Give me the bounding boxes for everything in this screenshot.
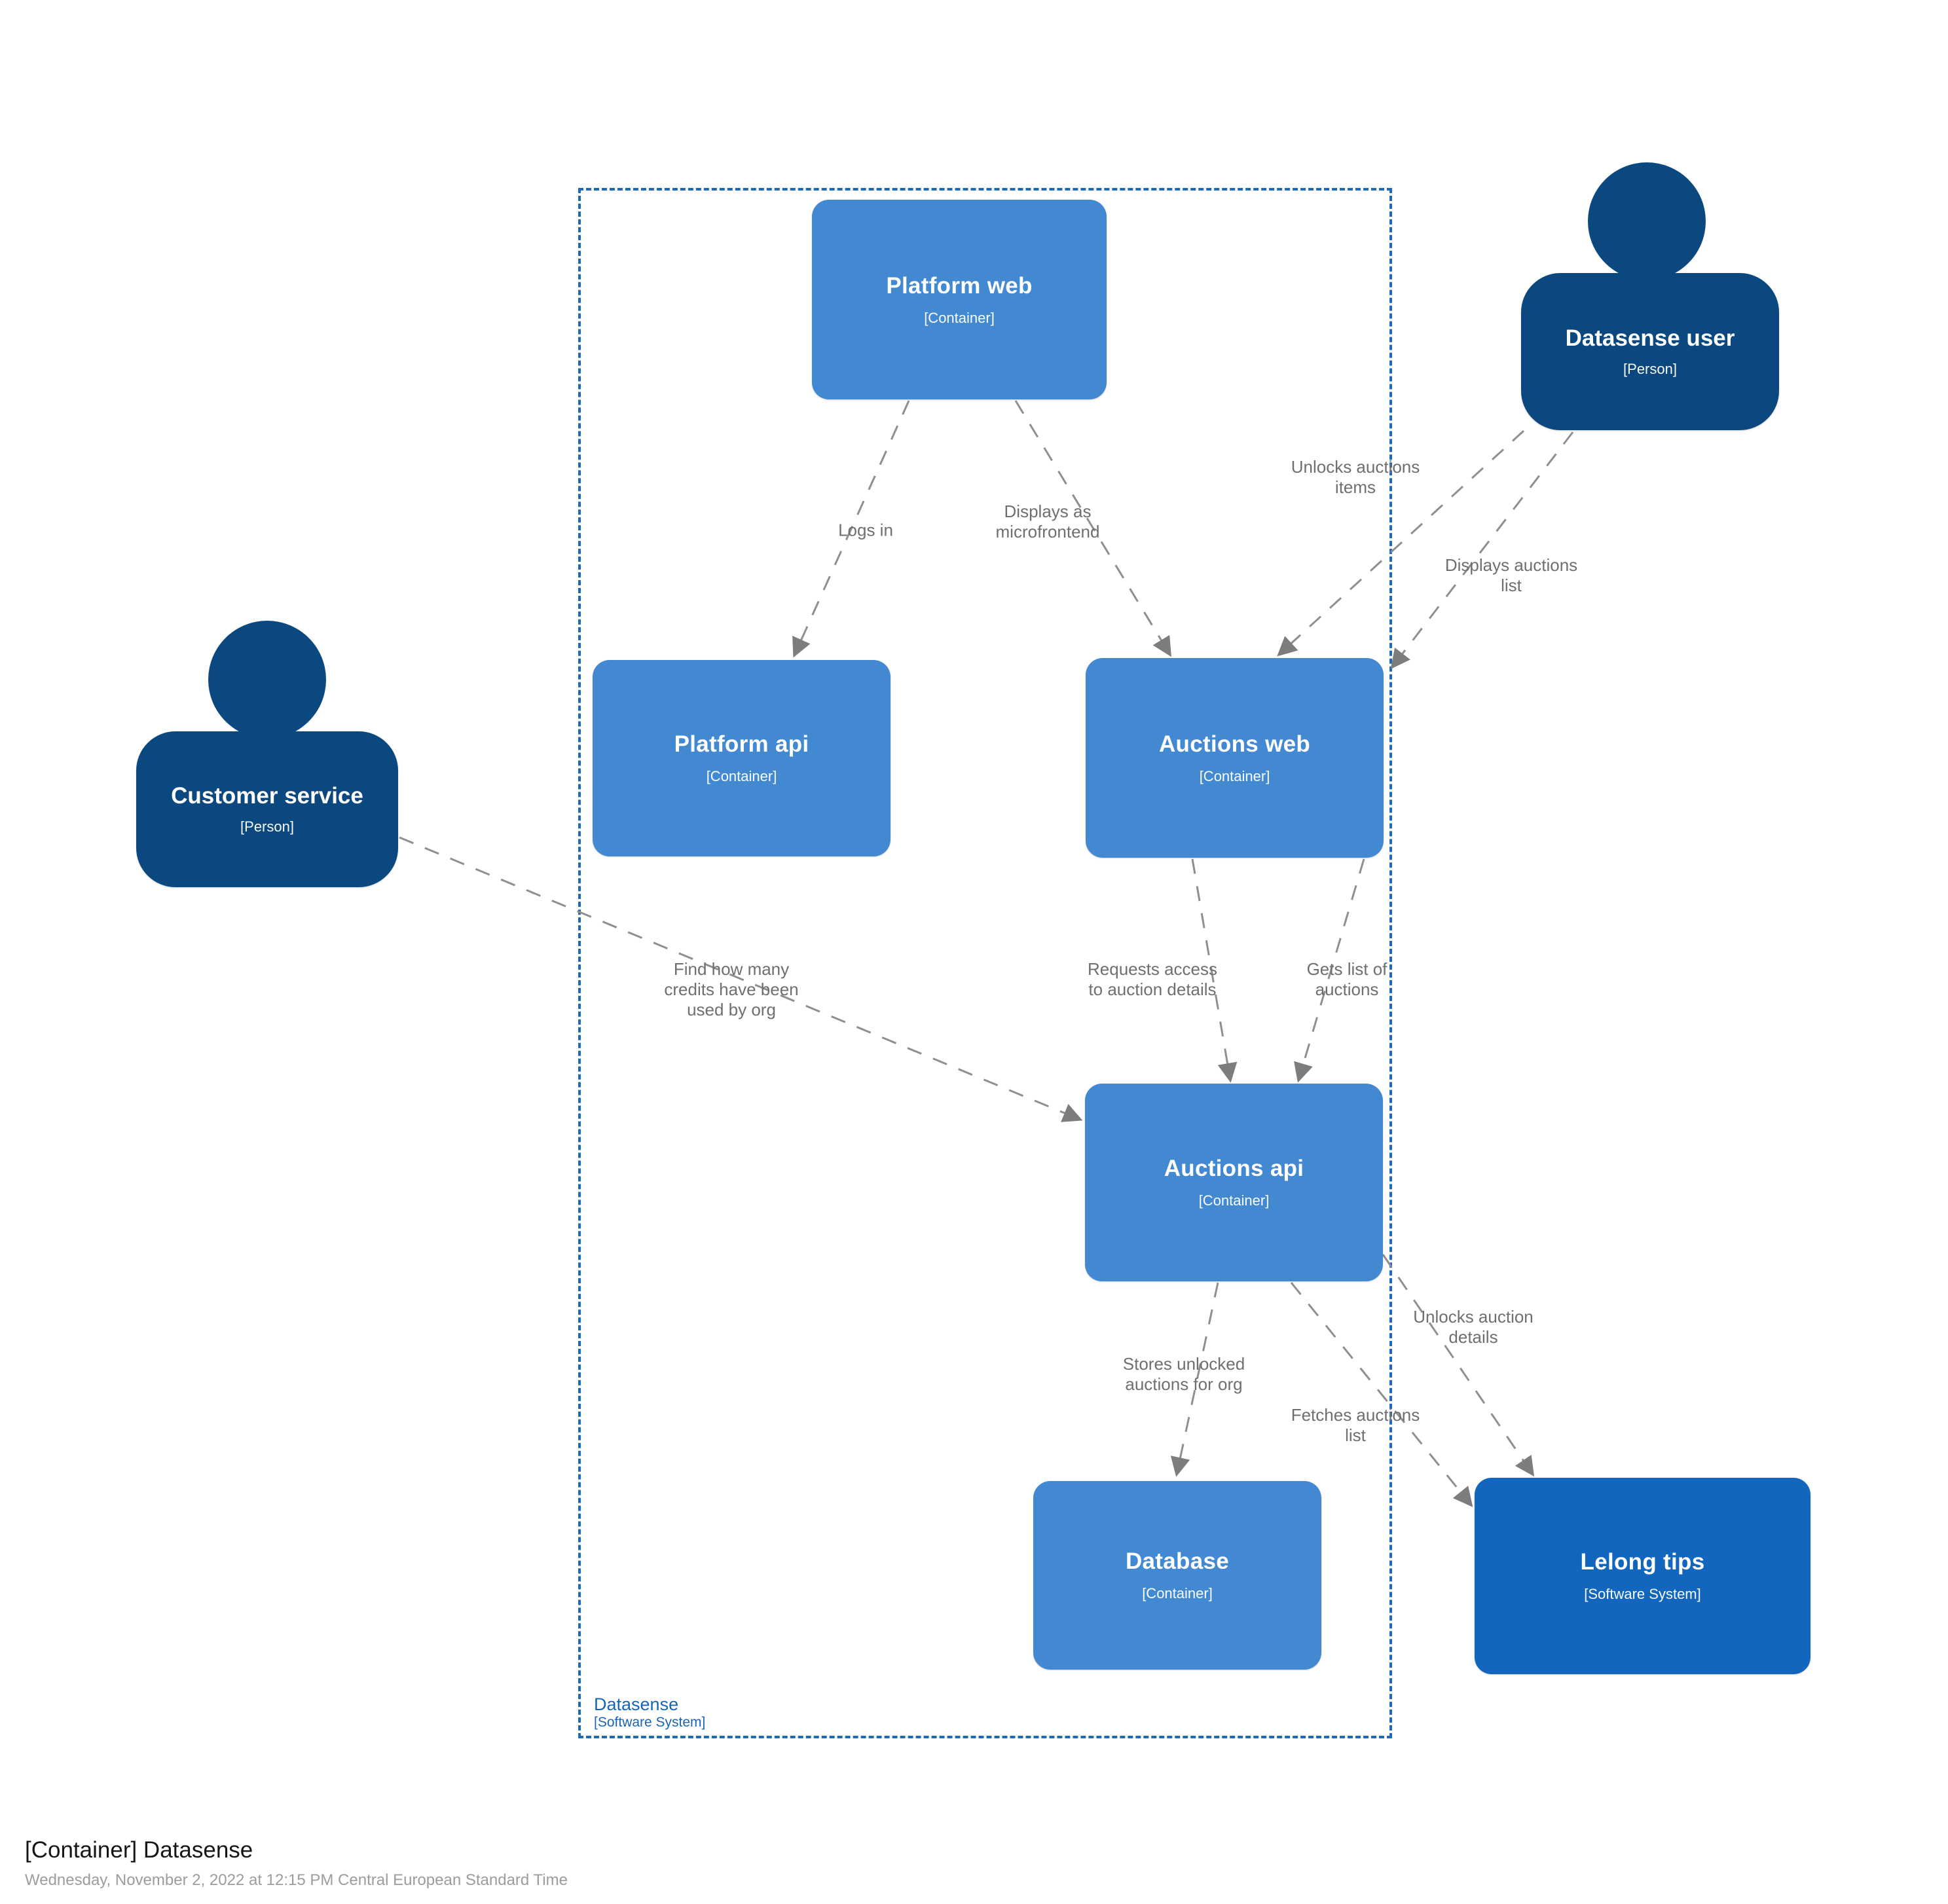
node-title: Lelong tips [1580, 1549, 1705, 1575]
node-type-label: [Container] [1199, 767, 1270, 784]
boundary-name: Datasense [594, 1694, 679, 1714]
person-head-icon [1588, 162, 1706, 280]
node-title: Platform api [674, 731, 809, 757]
node-type-label: [Container] [924, 309, 995, 326]
person-body: Datasense user [Person] [1521, 273, 1779, 430]
relationship-label-auctionsapi-lelong-unlock: Unlocks auction details [1413, 1306, 1534, 1347]
diagram-title: [Container] Datasense [25, 1837, 253, 1863]
relationship-label-auctionsweb-auctionsapi-list: Gets list of auctions [1306, 959, 1387, 999]
relationship-label-platformweb-platformapi: Logs in [838, 520, 893, 540]
relationship-label-auctionsapi-lelong-fetch: Fetches auctions list [1291, 1404, 1420, 1445]
node-platform-api[interactable]: Platform api [Container] [593, 660, 891, 856]
person-type-label: [Person] [1623, 361, 1677, 377]
relationship-label-auctionsweb-auctionsapi-access: Requests access to auction details [1088, 959, 1217, 999]
person-type-label: [Person] [240, 818, 294, 835]
node-auctions-web[interactable]: Auctions web [Container] [1086, 658, 1384, 858]
relationship-label-auctionsapi-database: Stores unlocked auctions for org [1122, 1353, 1245, 1394]
node-type-label: [Container] [706, 768, 777, 784]
node-lelong-tips[interactable]: Lelong tips [Software System] [1475, 1478, 1810, 1674]
person-body: Customer service [Person] [136, 731, 398, 887]
person-head-icon [208, 621, 326, 739]
relationship-label-platformweb-auctionsweb: Displays as microfrontend [995, 501, 1100, 541]
node-type-label: [Container] [1198, 1192, 1270, 1209]
relationship-label-customerservice-auctionsapi: Find how many credits have been used by … [664, 959, 799, 1020]
boundary-type: [Software System] [594, 1714, 706, 1730]
node-title: Database [1125, 1548, 1230, 1574]
boundary-label: Datasense [Software System] [594, 1694, 705, 1730]
node-title: Auctions web [1158, 731, 1311, 757]
node-title: Platform web [886, 272, 1033, 299]
node-auctions-api[interactable]: Auctions api [Container] [1085, 1084, 1383, 1281]
node-type-label: [Software System] [1584, 1586, 1701, 1602]
relationship-label-user-auctionsweb-display: Displays auctions list [1444, 555, 1578, 595]
node-database[interactable]: Database [Container] [1033, 1481, 1321, 1670]
node-platform-web[interactable]: Platform web [Container] [812, 200, 1107, 399]
person-name: Datasense user [1565, 325, 1735, 351]
node-type-label: [Container] [1142, 1585, 1213, 1602]
node-title: Auctions api [1164, 1156, 1304, 1181]
diagram-timestamp: Wednesday, November 2, 2022 at 12:15 PM … [25, 1871, 568, 1889]
relationship-label-user-auctionsweb-unlock: Unlocks auctions items [1291, 456, 1420, 497]
person-name: Customer service [171, 783, 363, 809]
